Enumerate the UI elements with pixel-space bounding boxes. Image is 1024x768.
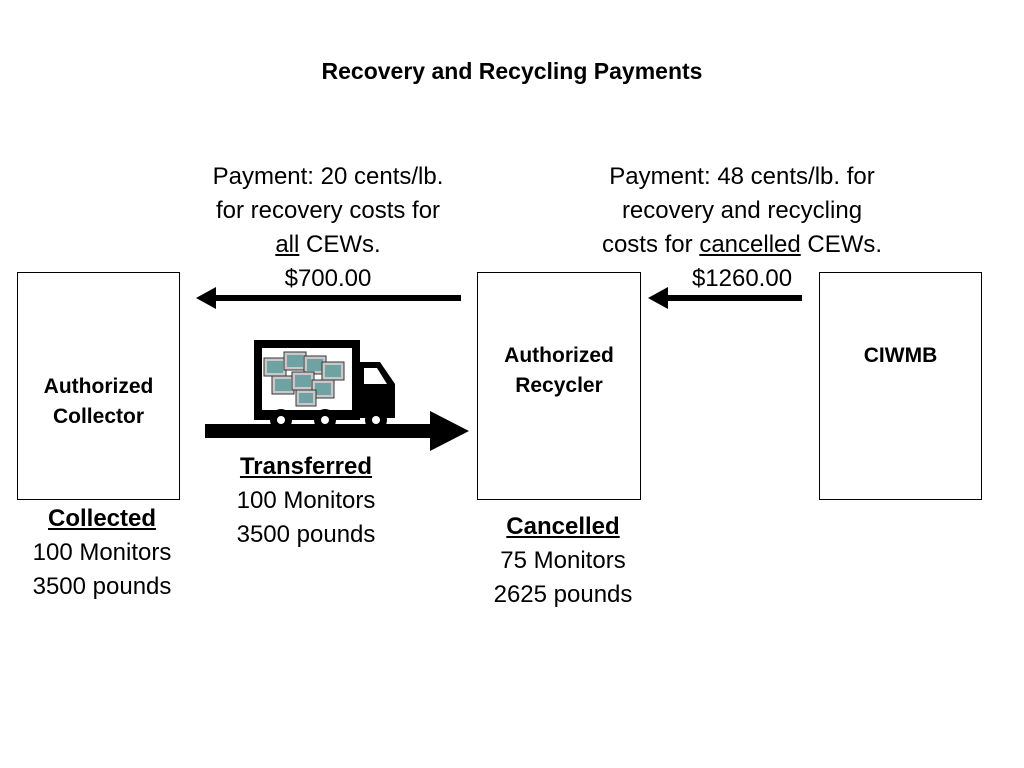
payment-arrow-to-recycler <box>648 287 802 309</box>
ciwmb-box: CIWMB <box>819 272 982 500</box>
transferred-heading: Transferred <box>239 453 373 480</box>
payment-recycler-note: Payment: 48 cents/lb. for recovery and r… <box>562 160 922 296</box>
authorized-recycler-box: Authorized Recycler <box>477 272 641 500</box>
cancelled-note: Cancelled 75 Monitors 2625 pounds <box>458 510 668 612</box>
payment-collector-note: Payment: 20 cents/lb. for recovery costs… <box>168 160 488 296</box>
payment-collector-amount: $700.00 <box>284 265 372 292</box>
collector-label: Authorized Collector <box>43 375 154 428</box>
authorized-collector-box: Authorized Collector <box>17 272 180 500</box>
transferred-note: Transferred 100 Monitors 3500 pounds <box>196 450 416 552</box>
recycler-label: Authorized Recycler <box>504 344 614 397</box>
collected-note: Collected 100 Monitors 3500 pounds <box>2 502 202 604</box>
monitor-icon <box>263 351 345 407</box>
cancelled-heading: Cancelled <box>506 513 620 540</box>
payment-arrow-to-collector <box>196 287 461 309</box>
page-title: Recovery and Recycling Payments <box>321 58 703 84</box>
ciwmb-label: CIWMB <box>863 344 938 367</box>
collected-heading: Collected <box>47 505 157 532</box>
payment-recycler-amount: $1260.00 <box>691 265 793 292</box>
